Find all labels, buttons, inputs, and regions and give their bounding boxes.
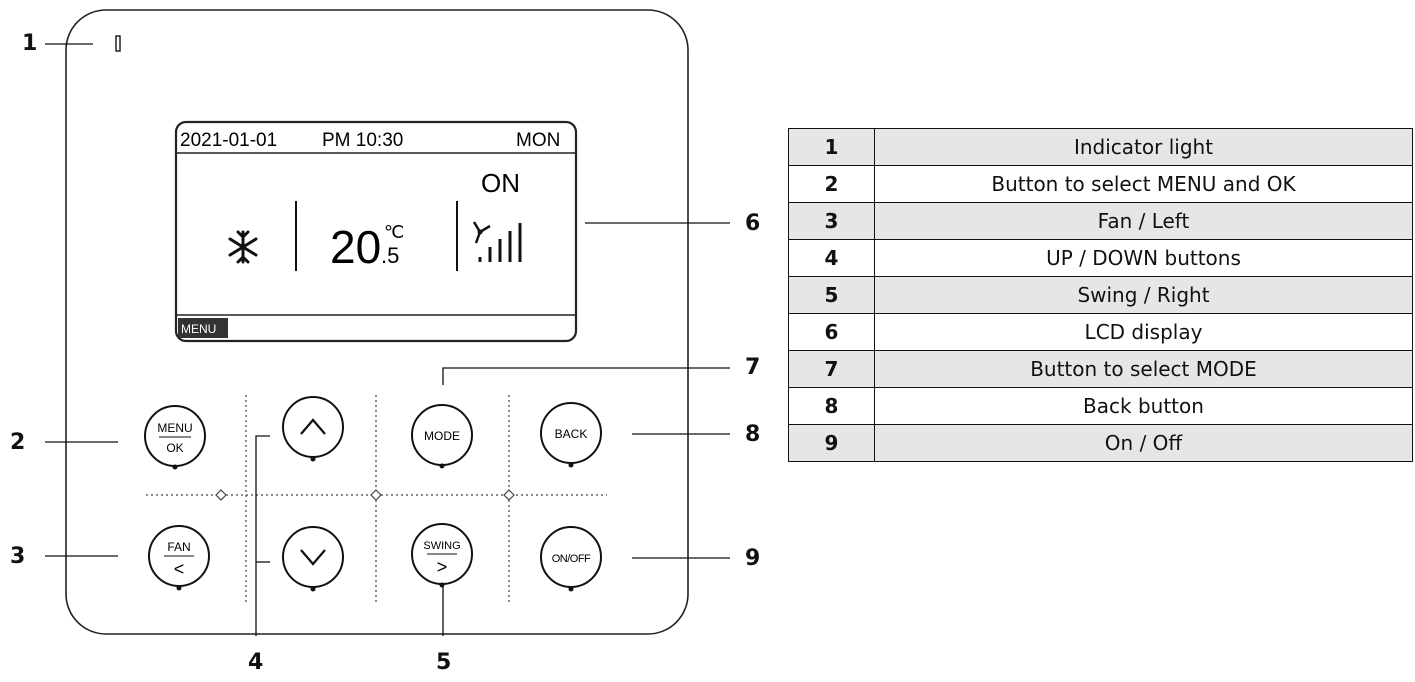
controller-diagram: 2021-01-01 PM 10:30 MON ON 20 ℃ .5 MENU xyxy=(45,9,730,636)
legend-num: 9 xyxy=(788,424,875,462)
up-button[interactable] xyxy=(282,396,344,462)
lcd-display: 2021-01-01 PM 10:30 MON ON 20 ℃ .5 MENU xyxy=(174,120,578,343)
legend-desc: Swing / Right xyxy=(874,276,1413,314)
down-button[interactable] xyxy=(282,526,344,592)
snowflake-icon xyxy=(228,230,258,264)
callout-6: 6 xyxy=(745,211,761,236)
callout-4: 4 xyxy=(248,650,264,675)
legend-num: 8 xyxy=(788,387,875,425)
back-button[interactable]: BACK xyxy=(540,402,602,468)
mode-label: MODE xyxy=(424,429,460,443)
lcd-menu-tag-bg xyxy=(178,318,228,338)
callout-lines xyxy=(45,43,730,636)
lcd-date: 2021-01-01 xyxy=(180,130,277,151)
lcd-menu-tag: MENU xyxy=(181,322,216,336)
fan-speed-icon xyxy=(472,221,522,262)
legend-num: 4 xyxy=(788,239,875,277)
callout-9: 9 xyxy=(745,546,761,571)
ok-label: OK xyxy=(166,441,183,455)
swing-label: SWING xyxy=(423,540,460,552)
lcd-temperature: 20 xyxy=(330,221,381,273)
left-arrow-icon: < xyxy=(174,559,185,579)
on-off-label: ON/OFF xyxy=(552,553,591,565)
lcd-time: PM 10:30 xyxy=(322,130,403,151)
callout-2: 2 xyxy=(10,430,26,455)
legend-desc: LCD display xyxy=(874,313,1413,351)
legend-num: 6 xyxy=(788,313,875,351)
mode-button[interactable]: MODE xyxy=(411,404,473,469)
swing-right-button[interactable]: SWING > xyxy=(411,523,473,588)
on-off-button[interactable]: ON/OFF xyxy=(540,526,602,592)
menu-label: MENU xyxy=(157,421,192,435)
callout-1: 1 xyxy=(22,31,38,56)
legend-desc: On / Off xyxy=(874,424,1413,462)
legend-desc: UP / DOWN buttons xyxy=(874,239,1413,277)
legend-num: 7 xyxy=(788,350,875,388)
right-arrow-icon: > xyxy=(437,557,448,577)
grid-diamond xyxy=(215,489,515,501)
lcd-day: MON xyxy=(516,130,560,151)
callout-8: 8 xyxy=(745,422,761,447)
legend-desc: Button to select MENU and OK xyxy=(874,165,1413,203)
legend-desc: Indicator light xyxy=(874,128,1413,166)
menu-ok-button[interactable]: MENU OK xyxy=(144,405,206,470)
fan-label: FAN xyxy=(167,540,190,554)
callout-5: 5 xyxy=(436,650,452,675)
callout-7: 7 xyxy=(745,355,761,380)
legend-num: 3 xyxy=(788,202,875,240)
back-label: BACK xyxy=(555,427,588,441)
lcd-power: ON xyxy=(481,168,520,198)
callout-3: 3 xyxy=(10,544,26,569)
indicator-light xyxy=(115,35,121,52)
legend-num: 2 xyxy=(788,165,875,203)
lcd-temp-unit: ℃ xyxy=(384,222,404,242)
legend-num: 1 xyxy=(788,128,875,166)
lcd-temp-decimal: .5 xyxy=(381,243,399,268)
legend-desc: Fan / Left xyxy=(874,202,1413,240)
fan-left-button[interactable]: FAN < xyxy=(148,525,210,591)
legend-num: 5 xyxy=(788,276,875,314)
legend-desc: Button to select MODE xyxy=(874,350,1413,388)
legend-desc: Back button xyxy=(874,387,1413,425)
